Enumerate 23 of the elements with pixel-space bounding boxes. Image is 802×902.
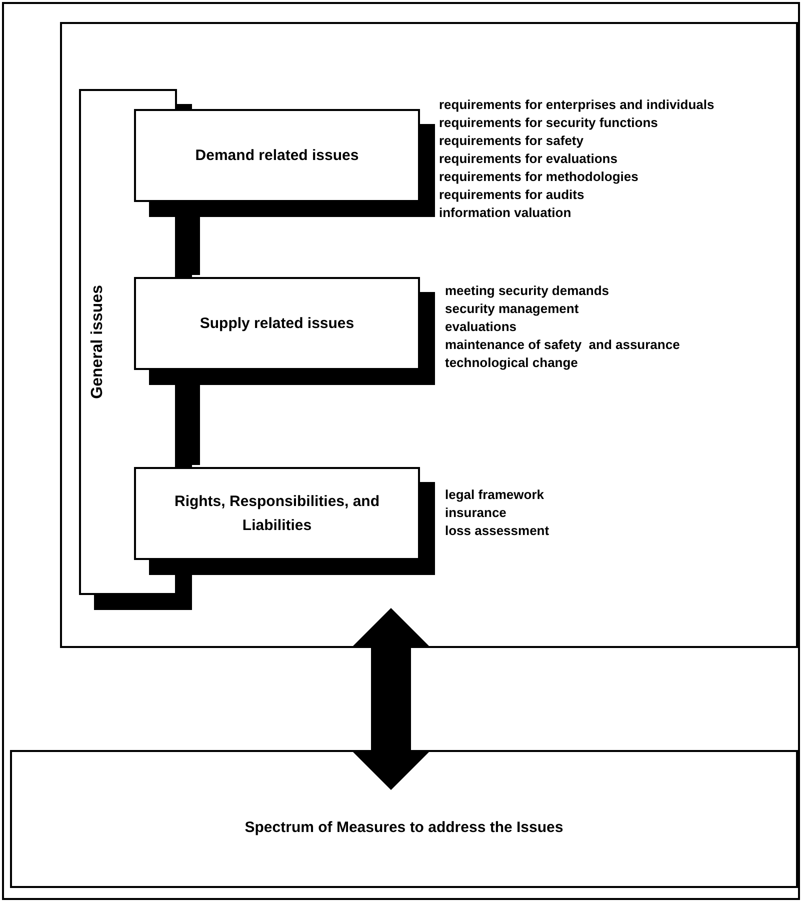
issue-note: maintenance of safety and assurance [445,336,680,354]
node-label: Spectrum of Measures to address the Issues [244,818,564,838]
measures-box [10,750,798,888]
issue-note: information valuation [439,204,572,222]
issue-note: technological change [445,354,579,372]
issue-note: meeting security demands [445,282,610,300]
issue-note: evaluations [445,318,518,336]
double-arrow [351,608,431,790]
issue-note: legal framework [445,486,545,504]
node-label: Demand related issues [195,146,359,166]
issue-note: insurance [445,504,508,522]
issue-note: security management [445,300,580,318]
node-label: Supply related issues [200,314,354,334]
issue-note: requirements for evaluations [439,150,618,168]
issue-note: loss assessment [445,522,550,540]
panel-box [60,22,798,648]
node-label: Rights, Responsibilities, and Liabilities [173,492,381,536]
issue-note: requirements for methodologies [439,168,640,186]
issue-note: requirements for safety [439,132,584,150]
issue-note: requirements for security functions [439,114,659,132]
issue-note: requirements for enterprises and individuals [439,96,714,114]
issue-note: requirements for audits [439,186,586,204]
group-title: General issues [89,285,107,399]
